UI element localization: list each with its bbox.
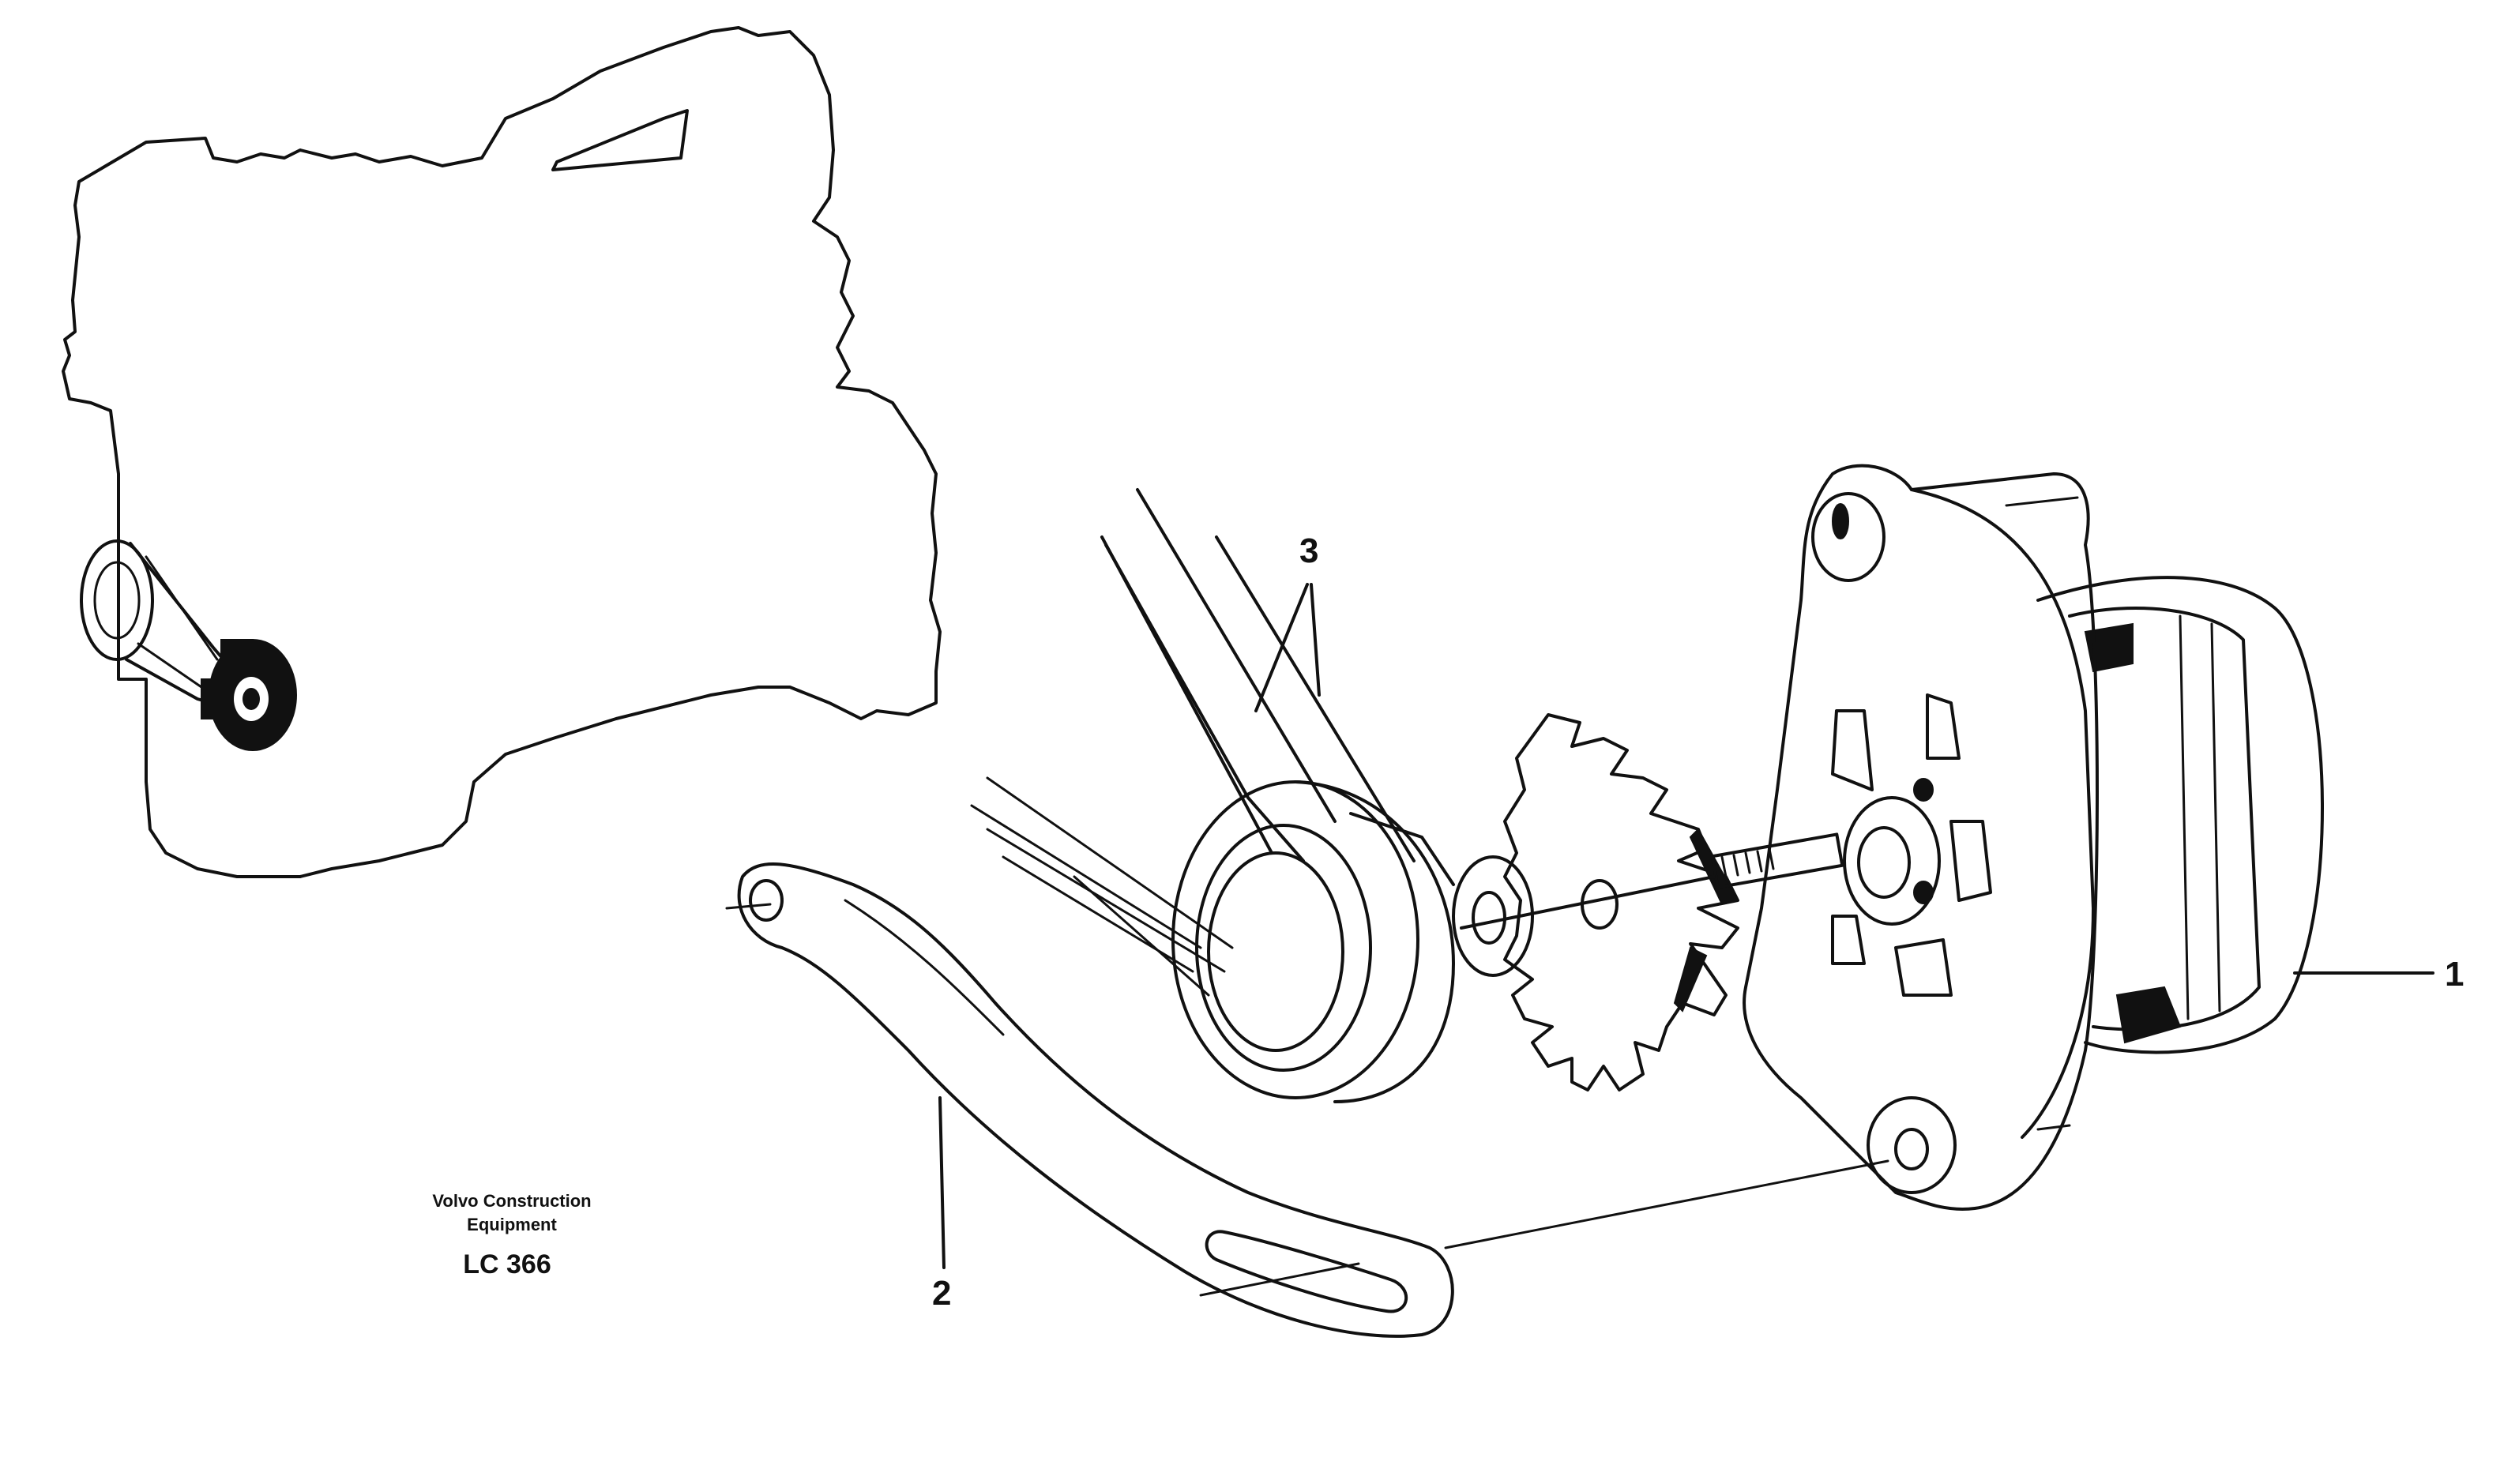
mount-ear-top-hole (1832, 503, 1849, 539)
crank-pulley-rim (1294, 780, 1455, 1103)
engine-overview (62, 26, 942, 878)
upper-bolt-line (2005, 496, 2079, 507)
bracket-to-alternator-line (1444, 1159, 1889, 1249)
bracket-inner-edge (844, 899, 1005, 1036)
callout-label-1: 1 (2445, 955, 2464, 994)
leader-2 (938, 1096, 946, 1269)
drawing-number: LC 366 (463, 1249, 551, 1279)
bracket-pivot-line (725, 903, 772, 910)
engine-alternator-highlight (201, 639, 297, 751)
mount-ear-bottom (1867, 1096, 1957, 1194)
alternator-end-plate (1743, 464, 2099, 1211)
crank-pulley-groove (1195, 824, 1372, 1072)
alternator-vent-top (2084, 622, 2134, 673)
belt-outer-edge (1100, 488, 1416, 862)
fan-blade-shade (1673, 828, 1739, 1013)
drive-belts (970, 488, 1455, 1103)
engine-top-bracket-opening (551, 109, 689, 171)
belt-outer-edge-2 (1104, 543, 1305, 862)
bracket-pivot-hole (749, 879, 784, 922)
alternator-hub (1843, 796, 1941, 926)
engine-crank-pulley-hub (93, 561, 141, 640)
cooling-fan (1503, 713, 1739, 1091)
bracket-slot (1205, 1230, 1408, 1313)
lower-bolt-line (2036, 1124, 2071, 1131)
alternator-shaft (1460, 832, 1844, 930)
face-opening-2 (1926, 693, 1961, 760)
callout-leaders (938, 583, 2434, 1269)
bracket-outline (737, 862, 1454, 1338)
mount-ear-top (1811, 492, 1885, 582)
fan-blades (1503, 713, 1739, 1091)
alternator-hub-bolt (1913, 881, 1934, 904)
alternator-hub-bolt-2 (1913, 778, 1934, 802)
fan-hub (1581, 879, 1619, 930)
brand-line-2: Equipment (467, 1215, 557, 1234)
belt-wrap (1349, 812, 1455, 886)
callout-label-3: 3 (1299, 532, 1318, 570)
shaft-axis-line (1460, 875, 1716, 930)
mount-ear-bottom-hole (1894, 1128, 1929, 1170)
belt-strands-lower-right (1002, 855, 1210, 997)
face-opening-1 (1831, 709, 1874, 791)
alternator-body-lines (2179, 614, 2221, 1020)
alternator-body (2036, 576, 2324, 1054)
alternator-end-plate-face (1910, 488, 2095, 1139)
brand-line-1: Volvo Construction (432, 1191, 591, 1211)
adjusting-bracket (725, 862, 1889, 1338)
leader-3a (1254, 583, 1309, 712)
engine-belt-inner (137, 555, 219, 689)
face-opening-5 (1831, 915, 1866, 965)
face-opening-4 (1894, 938, 1953, 997)
alternator-hub-inner (1857, 826, 1911, 899)
face-opening-3 (1949, 820, 1992, 902)
alternator-vent-bottom (2115, 986, 2182, 1044)
crank-pulley-inner (1207, 851, 1344, 1052)
alternator (1743, 464, 2324, 1211)
belt-strands-lower-left (970, 776, 1234, 973)
engine-crank-pulley (80, 539, 154, 661)
callout-label-2: 2 (932, 1274, 951, 1313)
bracket-slot-bolt-line (1199, 1262, 1360, 1297)
shaft-thread (1720, 847, 1775, 878)
engine-outline (62, 26, 942, 878)
leader-3b (1310, 583, 1321, 697)
